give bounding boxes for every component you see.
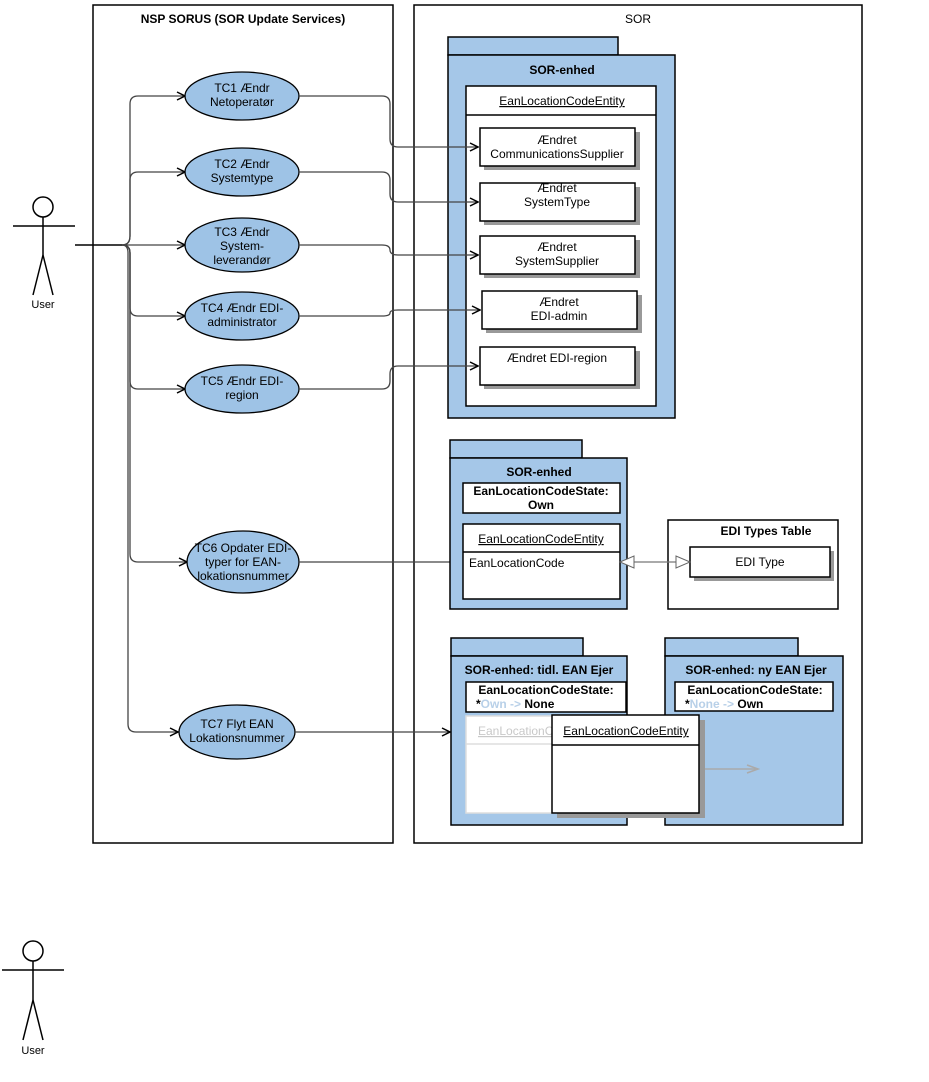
change-item-text: Ændret xyxy=(537,133,577,147)
use-case-tc1[interactable]: TC1 Ændr Netoperatør xyxy=(184,71,300,121)
state-value: Own xyxy=(528,498,554,512)
use-case-label-line: leverandør xyxy=(213,253,270,267)
entity-name: EanLocationCodeEntity xyxy=(563,724,688,738)
change-item-text: Ændret xyxy=(537,240,577,254)
state-box-none-to-own[interactable]: EanLocationCodeState: *None -> Own xyxy=(674,681,834,712)
use-case-label-line: TC2 Ændr xyxy=(214,157,269,171)
change-item-system-type[interactable]: Ændret SystemType xyxy=(479,181,640,225)
system-boundary-nsp-sorus: NSP SORUS (SOR Update Services) xyxy=(92,4,394,844)
change-item-communications-supplier[interactable]: Ændret CommunicationsSupplier xyxy=(479,127,640,170)
moving-entity-box[interactable]: EanLocationCodeEntity xyxy=(551,714,705,818)
package-sor-enhed-1[interactable]: SOR-enhed EanLocationCodeEntity Ændret C… xyxy=(447,36,676,419)
state-transition: *None -> Own xyxy=(685,697,763,711)
use-case-tc2[interactable]: TC2 Ændr Systemtype xyxy=(184,147,300,197)
change-item-system-supplier[interactable]: Ændret SystemSupplier xyxy=(479,235,640,278)
change-item-text: SystemType xyxy=(524,195,590,209)
package-title: SOR-enhed: tidl. EAN Ejer xyxy=(465,663,614,677)
use-case-label-line: Lokationsnummer xyxy=(189,731,284,745)
actor-user[interactable]: User xyxy=(13,196,75,311)
state-box-own-to-none[interactable]: EanLocationCodeState: *Own -> None xyxy=(465,681,627,713)
entity-edi-association xyxy=(618,555,692,569)
entity-box-ean-location-code[interactable]: EanLocationCodeEntity EanLocationCode xyxy=(462,523,621,600)
use-case-label-line: region xyxy=(225,388,258,402)
actor-label: User xyxy=(31,299,55,311)
change-item-edi-region[interactable]: Ændret EDI-region xyxy=(479,346,640,389)
state-transition: *Own -> None xyxy=(476,697,555,711)
use-case-tc6[interactable]: TC6 Opdater EDI- typer for EAN- lokation… xyxy=(186,530,300,594)
change-item-text: Ændret EDI-region xyxy=(507,351,607,365)
change-item-text: EDI-admin xyxy=(531,309,588,323)
change-item-text: SystemSupplier xyxy=(515,254,599,268)
use-case-label-line: TC3 Ændr xyxy=(214,225,269,239)
package-title: SOR-enhed: ny EAN Ejer xyxy=(685,663,827,677)
state-label: EanLocationCodeState: xyxy=(473,484,608,498)
edi-table-title: EDI Types Table xyxy=(721,524,812,538)
package-sor-enhed-2[interactable]: SOR-enhed EanLocationCodeState: Own EanL… xyxy=(449,439,628,610)
system-title-sor: SOR xyxy=(625,12,651,26)
edi-type-item: EDI Type xyxy=(735,555,784,569)
actor-user-2[interactable]: User xyxy=(2,940,64,1057)
change-item-text: Ændret xyxy=(537,181,577,195)
use-case-label-line: TC1 Ændr xyxy=(214,81,269,95)
use-case-tc7[interactable]: TC7 Flyt EAN Lokationsnummer xyxy=(178,704,296,760)
use-case-tc3[interactable]: TC3 Ændr System- leverandør xyxy=(184,217,300,273)
actor-label-2: User xyxy=(21,1045,45,1057)
package-title: SOR-enhed xyxy=(529,63,594,77)
use-case-tc5[interactable]: TC5 Ændr EDI- region xyxy=(184,364,300,414)
use-case-label-line: TC4 Ændr EDI- xyxy=(201,301,284,315)
use-case-label-line: lokationsnummer xyxy=(197,569,288,583)
ghost-entity-name: EanLocationC xyxy=(478,724,554,738)
use-case-label-line: Netoperatør xyxy=(210,95,274,109)
actor-connectors xyxy=(75,96,187,732)
entity-name: EanLocationCodeEntity xyxy=(478,532,603,546)
change-item-text: Ændret xyxy=(539,295,579,309)
package-title: SOR-enhed xyxy=(506,465,571,479)
use-case-label-line: TC7 Flyt EAN xyxy=(200,717,273,731)
use-case-label-line: administrator xyxy=(207,315,276,329)
use-case-label-line: TC6 Opdater EDI- xyxy=(195,541,292,555)
use-case-label-line: System- xyxy=(220,239,264,253)
use-case-tc4[interactable]: TC4 Ændr EDI- administrator xyxy=(184,291,300,341)
state-box-own[interactable]: EanLocationCodeState: Own xyxy=(462,482,621,514)
change-item-edi-admin[interactable]: Ændret EDI-admin xyxy=(481,290,642,333)
edi-types-table[interactable]: EDI Types Table EDI Type xyxy=(667,519,839,610)
state-label: EanLocationCodeState: xyxy=(478,683,613,697)
use-case-to-item-connectors xyxy=(295,95,480,732)
use-case-label-line: typer for EAN- xyxy=(205,555,281,569)
use-case-label-line: Systemtype xyxy=(211,171,274,185)
state-label: EanLocationCodeState: xyxy=(687,683,822,697)
system-title-nsp-sorus: NSP SORUS (SOR Update Services) xyxy=(141,12,346,26)
change-item-text: CommunicationsSupplier xyxy=(490,147,623,161)
use-case-label-line: TC5 Ændr EDI- xyxy=(201,374,284,388)
entity-attribute: EanLocationCode xyxy=(469,556,565,570)
entity-name: EanLocationCodeEntity xyxy=(499,94,624,108)
